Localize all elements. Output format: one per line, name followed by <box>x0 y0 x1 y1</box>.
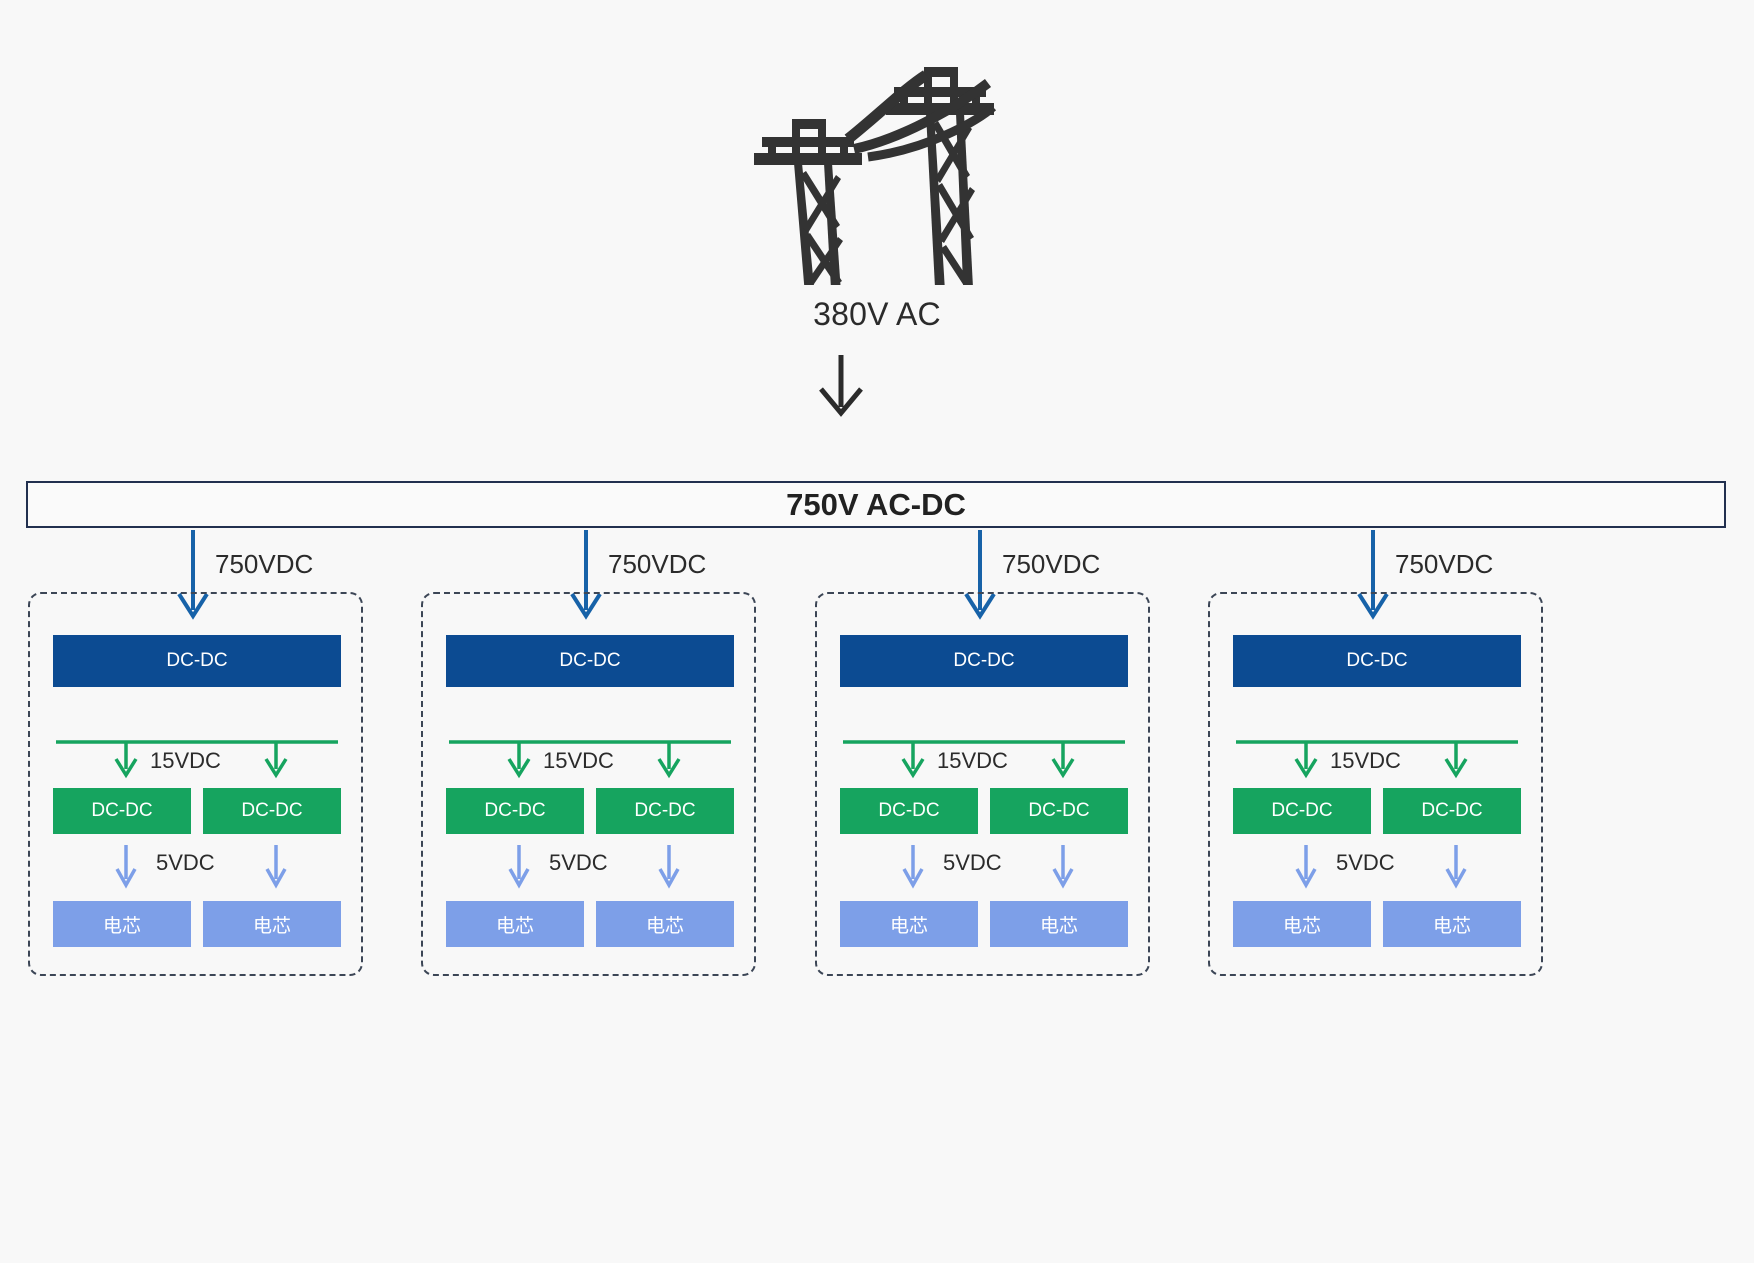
cell-voltage-label: 5VDC <box>943 850 1002 875</box>
rack-dashed-boundary <box>421 592 756 976</box>
rack-dashed-boundary <box>28 592 363 976</box>
primary-dcdc-box: DC-DC <box>53 635 341 687</box>
battery-cell-box: 电芯 <box>446 901 584 947</box>
primary-dcdc-box: DC-DC <box>1233 635 1521 687</box>
rack-group: 750VDC DC-DC 15VDC DC-DC DC-DC 5VDC 电芯 电… <box>401 530 791 985</box>
battery-cell-box: 电芯 <box>840 901 978 947</box>
arrow-source-to-converter <box>819 355 863 417</box>
rack-group: 750VDC DC-DC 15VDC DC-DC DC-DC 5VDC 电芯 电… <box>8 530 398 985</box>
bus-voltage-label: 15VDC <box>937 748 1008 773</box>
source-voltage-label: 380V AC <box>813 296 941 332</box>
battery-cell-box: 电芯 <box>53 901 191 947</box>
feed-arrow-750vdc <box>1357 530 1389 620</box>
cell-arrows-5vdc <box>1295 845 1467 889</box>
cell-arrows-5vdc <box>902 845 1074 889</box>
ac-dc-converter-box: 750V AC-DC <box>26 481 1726 528</box>
primary-dcdc-box: DC-DC <box>446 635 734 687</box>
bus-voltage-label: 15VDC <box>150 748 221 773</box>
cell-voltage-label: 5VDC <box>549 850 608 875</box>
bus-voltage-label: 15VDC <box>1330 748 1401 773</box>
primary-dcdc-box: DC-DC <box>840 635 1128 687</box>
ac-dc-converter-label: 750V AC-DC <box>786 486 966 522</box>
feed-arrow-750vdc <box>964 530 996 620</box>
rack-dashed-boundary <box>815 592 1150 976</box>
cell-arrows-5vdc <box>115 845 287 889</box>
battery-cell-box: 电芯 <box>1383 901 1521 947</box>
secondary-dcdc-box: DC-DC <box>1233 788 1371 834</box>
secondary-dcdc-box: DC-DC <box>53 788 191 834</box>
feed-voltage-label: 750VDC <box>215 549 314 579</box>
feed-arrow-750vdc <box>177 530 209 620</box>
feed-voltage-label: 750VDC <box>608 549 707 579</box>
feed-arrow-750vdc <box>570 530 602 620</box>
secondary-dcdc-box: DC-DC <box>840 788 978 834</box>
green-bus-arrows-15vdc <box>449 740 731 779</box>
secondary-dcdc-box: DC-DC <box>446 788 584 834</box>
cell-voltage-label: 5VDC <box>1336 850 1395 875</box>
feed-voltage-label: 750VDC <box>1002 549 1101 579</box>
rack-group: 750VDC DC-DC 15VDC DC-DC DC-DC 5VDC 电芯 电… <box>1188 530 1578 985</box>
green-bus-arrows-15vdc <box>56 740 338 779</box>
secondary-dcdc-box: DC-DC <box>1383 788 1521 834</box>
green-bus-arrows-15vdc <box>1236 740 1518 779</box>
transmission-tower-icon <box>754 67 997 285</box>
bus-voltage-label: 15VDC <box>543 748 614 773</box>
secondary-dcdc-box: DC-DC <box>990 788 1128 834</box>
battery-cell-box: 电芯 <box>1233 901 1371 947</box>
battery-cell-box: 电芯 <box>596 901 734 947</box>
green-bus-arrows-15vdc <box>843 740 1125 779</box>
secondary-dcdc-box: DC-DC <box>596 788 734 834</box>
battery-cell-box: 电芯 <box>990 901 1128 947</box>
cell-arrows-5vdc <box>508 845 680 889</box>
rack-group: 750VDC DC-DC 15VDC DC-DC DC-DC 5VDC 电芯 电… <box>795 530 1185 985</box>
battery-cell-box: 电芯 <box>203 901 341 947</box>
cell-voltage-label: 5VDC <box>156 850 215 875</box>
secondary-dcdc-box: DC-DC <box>203 788 341 834</box>
feed-voltage-label: 750VDC <box>1395 549 1494 579</box>
rack-dashed-boundary <box>1208 592 1543 976</box>
